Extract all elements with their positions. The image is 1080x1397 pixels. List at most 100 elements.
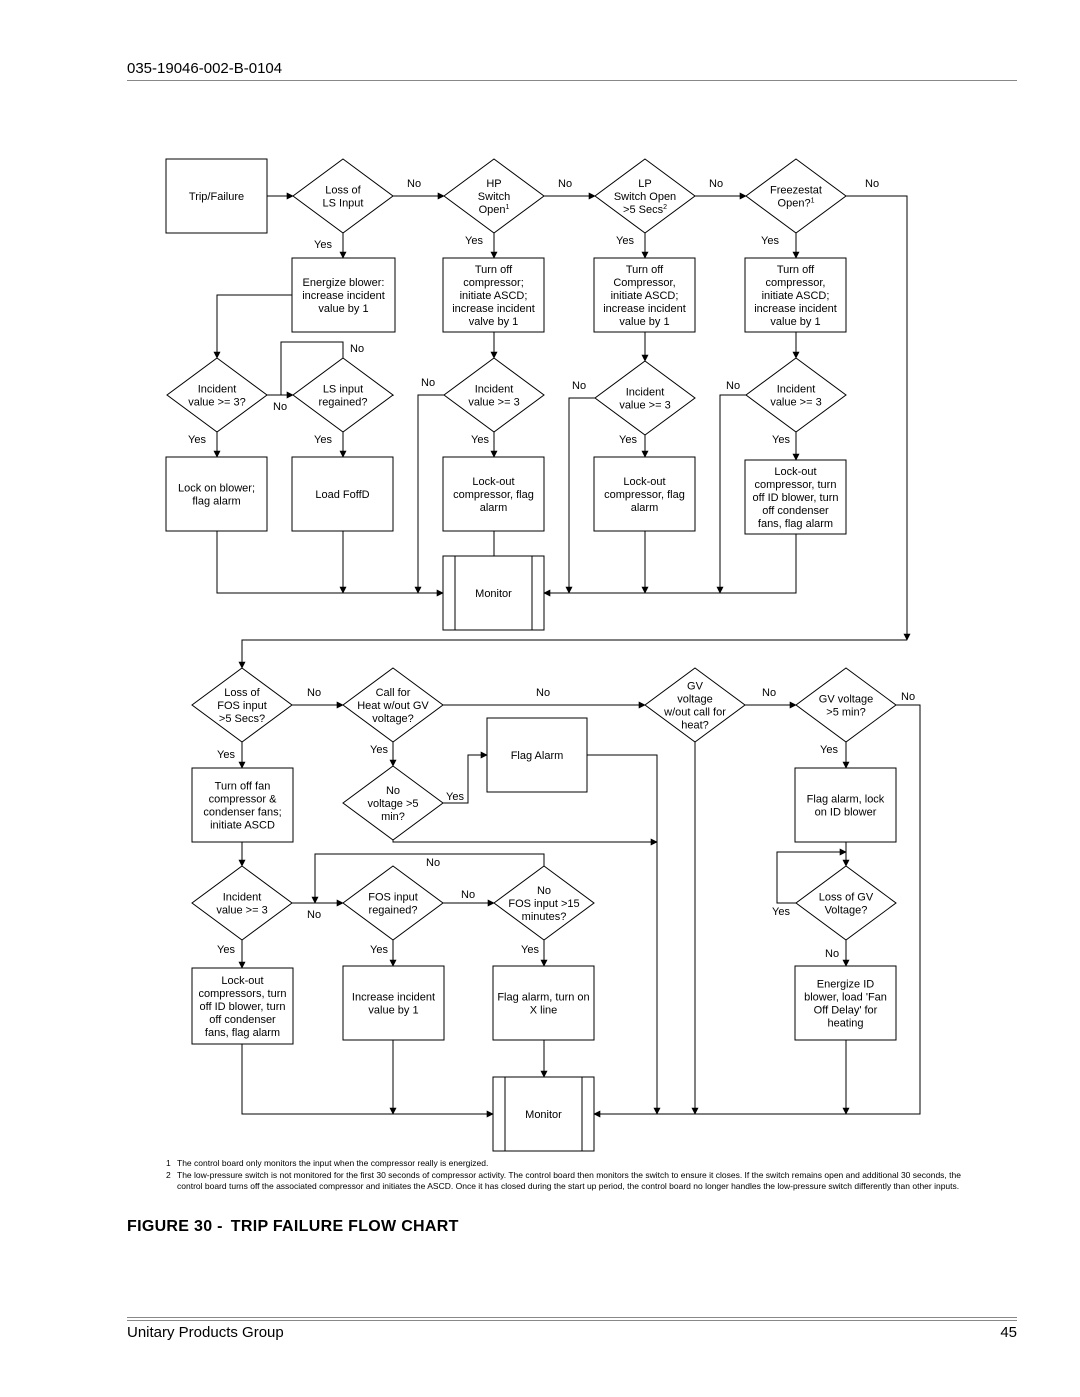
branch-label: Yes: [370, 744, 388, 756]
connector: [213, 294, 292, 359]
page-number: 45: [1000, 1324, 1017, 1341]
footnote-2-text: The low-pressure switch is not monitored…: [177, 1169, 961, 1192]
branch-label: No: [762, 687, 776, 699]
connector: [443, 751, 488, 804]
figure-number: FIGURE 30 -: [127, 1218, 223, 1235]
document-id: 035-19046-002-B-0104: [127, 60, 283, 77]
branch-label: Yes: [217, 749, 235, 761]
connector: [587, 754, 661, 1115]
connector: [280, 341, 344, 395]
branch-label: No: [726, 380, 740, 392]
branch-label: No: [273, 401, 287, 413]
box-flag_alarm: Flag Alarm: [486, 717, 588, 793]
branch-label: No: [407, 178, 421, 190]
connector: [593, 704, 921, 1118]
branch-label: Yes: [772, 434, 790, 446]
header-rule: [127, 80, 1017, 81]
footer-rule: [127, 1317, 1017, 1318]
branch-label: Yes: [314, 239, 332, 251]
figure-caption: FIGURE 30 - TRIP FAILURE FLOW CHART: [127, 1218, 459, 1236]
footer-company: Unitary Products Group: [127, 1324, 284, 1341]
connector: [311, 853, 545, 904]
footnote-1-text: The control board only monitors the inpu…: [177, 1158, 489, 1168]
connector: [238, 639, 907, 669]
process-monitor_bottom-text: Monitor: [525, 1109, 562, 1121]
footnote-2: 2 The low-pressure switch is not monitor…: [166, 1170, 986, 1193]
branch-label: Yes: [370, 944, 388, 956]
branch-label: No: [536, 687, 550, 699]
footnotes: 1 The control board only monitors the in…: [166, 1158, 986, 1193]
decision-gv_voltage_5min: GV voltage>5 min?: [795, 667, 897, 743]
footer-rule-2: [127, 1320, 1017, 1321]
box-trip_failure-text: Trip/Failure: [189, 191, 244, 203]
connector: [543, 534, 797, 597]
branch-label: No: [307, 909, 321, 921]
box-flag_alarm-text: Flag Alarm: [511, 750, 564, 762]
branch-label: Yes: [471, 434, 489, 446]
box-trip_failure: Trip/Failure: [165, 158, 268, 234]
branch-label: No: [350, 343, 364, 355]
decision-gv_voltage_5min-text: GV voltage>5 min?: [819, 694, 873, 719]
branch-label: No: [709, 178, 723, 190]
branch-label: No: [307, 687, 321, 699]
connector: [216, 531, 444, 597]
figure-title: TRIP FAILURE FLOW CHART: [230, 1218, 459, 1235]
box-load_fofd: Load FoffD: [291, 456, 394, 532]
branch-label: Yes: [446, 791, 464, 803]
connector: [565, 397, 595, 594]
branch-label: No: [572, 380, 586, 392]
branch-label: No: [558, 178, 572, 190]
branch-label: Yes: [820, 744, 838, 756]
branch-label: No: [865, 178, 879, 190]
branch-label: No: [421, 377, 435, 389]
box-load_fofd-text: Load FoffD: [315, 489, 369, 501]
process-monitor_top-text: Monitor: [475, 588, 512, 600]
connector: [776, 848, 847, 904]
branch-label: No: [901, 691, 915, 703]
branch-label: Yes: [521, 944, 539, 956]
branch-label: Yes: [465, 235, 483, 247]
